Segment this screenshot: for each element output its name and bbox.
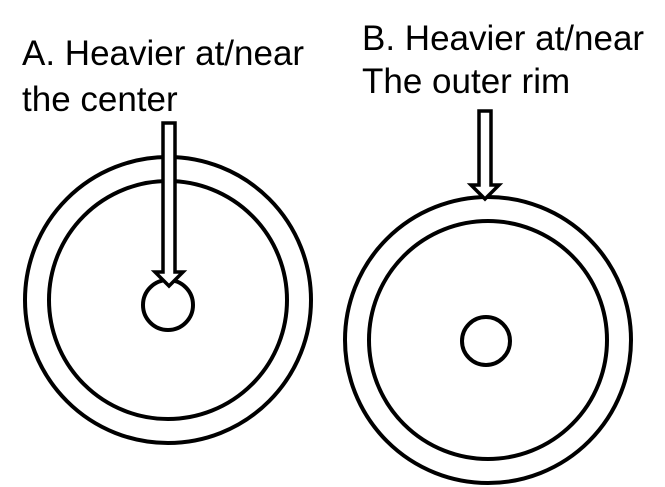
diagram-b-inner-ring xyxy=(367,219,609,461)
diagram-b-label-line2: The outer rim xyxy=(362,62,570,101)
diagram-b-arrow xyxy=(466,109,504,202)
diagram-b-hub xyxy=(460,315,512,367)
diagram-b: B. Heavier at/near The outer rim xyxy=(343,19,644,485)
diagram-a-label-line2: the center xyxy=(22,80,178,119)
diagram-a-arrow xyxy=(150,121,188,289)
diagram-b-label-line1: B. Heavier at/near xyxy=(362,19,644,58)
diagram-a-label-line1: A. Heavier at/near xyxy=(22,34,304,73)
diagram-a-hub xyxy=(141,278,195,332)
diagram-a: A. Heavier at/near the center xyxy=(22,34,313,445)
